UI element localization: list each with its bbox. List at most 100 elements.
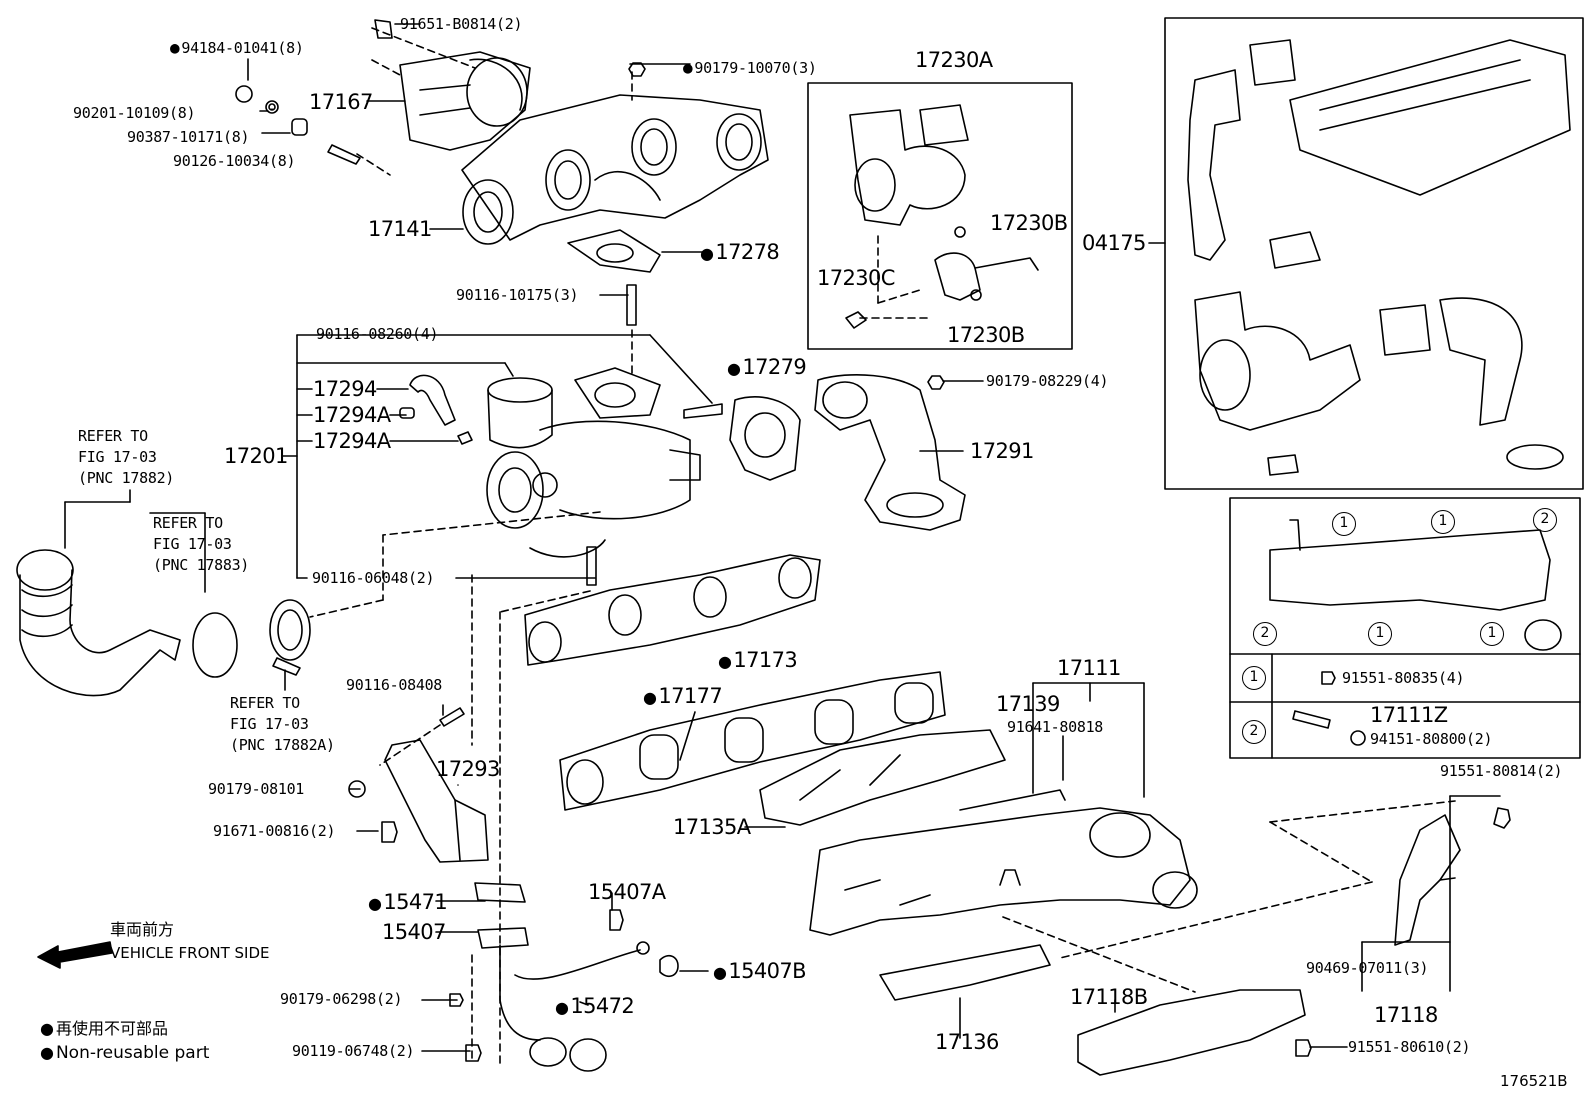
- intake-hose: [16, 549, 311, 697]
- exhaust-manifold-17141: [461, 94, 769, 245]
- label-91641-80818: 91641-80818: [1007, 718, 1104, 736]
- refer-line2: FIG 17-03: [153, 535, 232, 553]
- label-17136: 17136: [935, 1030, 999, 1054]
- refer-note-17882: REFER TO FIG 17-03 (PNC 17882): [78, 426, 174, 489]
- vehicle-front-en: VEHICLE FRONT SIDE: [110, 944, 270, 962]
- insulator-17136: [879, 944, 1051, 1001]
- label-91551-80814: 91551-80814(2): [1440, 762, 1563, 780]
- label-17141: 17141: [368, 217, 432, 241]
- refer-line1: REFER TO: [153, 514, 223, 532]
- legend-row1-part: 91551-80835(4): [1342, 669, 1465, 687]
- gasket-17278: [567, 229, 661, 273]
- label-17230B-top: 17230B: [990, 211, 1068, 235]
- label-15472: 15472: [555, 994, 634, 1020]
- figure-id: 176521B: [1500, 1072, 1568, 1090]
- turbocharger-17201: [486, 367, 701, 558]
- fasteners: [235, 19, 1511, 1062]
- bolt-legend-frame: [1229, 497, 1581, 759]
- label-17139: 17139: [996, 692, 1060, 716]
- vehicle-front-jp: 車両前方: [110, 920, 175, 939]
- legend-row2-number: 2: [1242, 720, 1266, 744]
- label-91671-00816: 91671-00816(2): [213, 822, 336, 840]
- vehicle-front-arrow: [37, 941, 113, 969]
- callout-circle: 2: [1253, 622, 1277, 646]
- callout-circle: 1: [1368, 622, 1392, 646]
- label-15407B: 15407B: [713, 959, 806, 985]
- label-17135A: 17135A: [673, 815, 751, 839]
- label-90116-10175: 90116-10175(3): [456, 286, 579, 304]
- insulator-17118B: [1077, 989, 1306, 1076]
- bracket-17118: [1394, 814, 1461, 946]
- key-non-reusable-jp: 再使用不可部品: [40, 1020, 168, 1038]
- label-90469-07011: 90469-07011(3): [1306, 959, 1429, 977]
- label-17293: 17293: [436, 757, 500, 781]
- label-17230A: 17230A: [915, 48, 993, 72]
- assembly-04175-frame: [1164, 17, 1584, 490]
- label-17291: 17291: [970, 439, 1034, 463]
- dashed-lines: [309, 27, 1456, 1066]
- heat-insulator-17167: [399, 51, 531, 151]
- label-17230C: 17230C: [817, 266, 895, 290]
- refer-line1: REFER TO: [230, 694, 300, 712]
- label-94184-01041: 94184-01041(8): [170, 39, 304, 57]
- legend-row2-part-a: 17111Z: [1370, 703, 1448, 727]
- heat-insulator-17135A: [759, 729, 1006, 826]
- turbo-kit-parts: [849, 104, 1039, 301]
- label-91551-80610: 91551-80610(2): [1348, 1038, 1471, 1056]
- label-90179-08101: 90179-08101: [208, 780, 305, 798]
- studs: [327, 144, 1331, 729]
- legend-row1-number: 1: [1242, 666, 1266, 690]
- label-17230B-bottom: 17230B: [947, 323, 1025, 347]
- label-90126-10034: 90126-10034(8): [173, 152, 296, 170]
- intake-manifold-17111: [809, 789, 1198, 936]
- label-90116-06048: 90116-06048(2): [312, 569, 435, 587]
- manifold-legend-sketch: [1269, 519, 1562, 651]
- turbo-kit-frame: [807, 82, 1073, 350]
- callout-circle: 2: [1533, 508, 1557, 532]
- label-17118B: 17118B: [1070, 985, 1148, 1009]
- label-90179-06298: 90179-06298(2): [280, 990, 403, 1008]
- refer-line2: FIG 17-03: [230, 715, 309, 733]
- label-17118: 17118: [1374, 1003, 1438, 1027]
- refer-line1: REFER TO: [78, 427, 148, 445]
- refer-note-17883: REFER TO FIG 17-03 (PNC 17883): [153, 513, 249, 576]
- label-90387-10171: 90387-10171(8): [127, 128, 250, 146]
- label-15471: 15471: [368, 890, 447, 916]
- label-15407A: 15407A: [588, 880, 666, 904]
- callout-circle: 1: [1332, 512, 1356, 536]
- label-90119-06748: 90119-06748(2): [292, 1042, 415, 1060]
- key-non-reusable-en: Non-reusable part: [40, 1044, 209, 1062]
- callout-circle: 1: [1431, 510, 1455, 534]
- label-17294: 17294: [313, 377, 377, 401]
- assembly-04175-parts: [1187, 39, 1571, 476]
- label-17167: 17167: [309, 90, 373, 114]
- label-17111: 17111: [1057, 656, 1121, 680]
- label-90116-08260: 90116-08260(4): [316, 325, 439, 343]
- refer-line3: (PNC 17882): [78, 469, 175, 487]
- label-90201-10109: 90201-10109(8): [73, 104, 196, 122]
- pipe-15407: [474, 882, 679, 1072]
- gasket-17173: [524, 554, 821, 666]
- label-17279: 17279: [727, 355, 806, 381]
- legend-row2-part-b: 94151-80800(2): [1370, 730, 1493, 748]
- label-15407: 15407: [382, 920, 446, 944]
- label-17201: 17201: [224, 444, 288, 468]
- gasket-17279: [729, 396, 801, 481]
- label-91651-B0814: 91651-B0814(2): [400, 15, 523, 33]
- label-17177: 17177: [643, 684, 722, 710]
- refer-line3: (PNC 17883): [153, 556, 250, 574]
- label-90116-08408: 90116-08408: [346, 676, 443, 694]
- refer-line2: FIG 17-03: [78, 448, 157, 466]
- bracket-17293: [384, 739, 489, 863]
- exhaust-pipe-17291: [814, 374, 966, 531]
- label-90179-10070: 90179-10070(3): [683, 59, 817, 77]
- leader-lines: [64, 23, 1501, 1052]
- label-04175: 04175: [1082, 231, 1146, 255]
- label-17173: 17173: [718, 648, 797, 674]
- hose-17294: [399, 374, 473, 445]
- label-17294A-1: 17294A: [313, 403, 391, 427]
- gasket-17177: [559, 671, 946, 811]
- refer-line3: (PNC 17882A): [230, 736, 335, 754]
